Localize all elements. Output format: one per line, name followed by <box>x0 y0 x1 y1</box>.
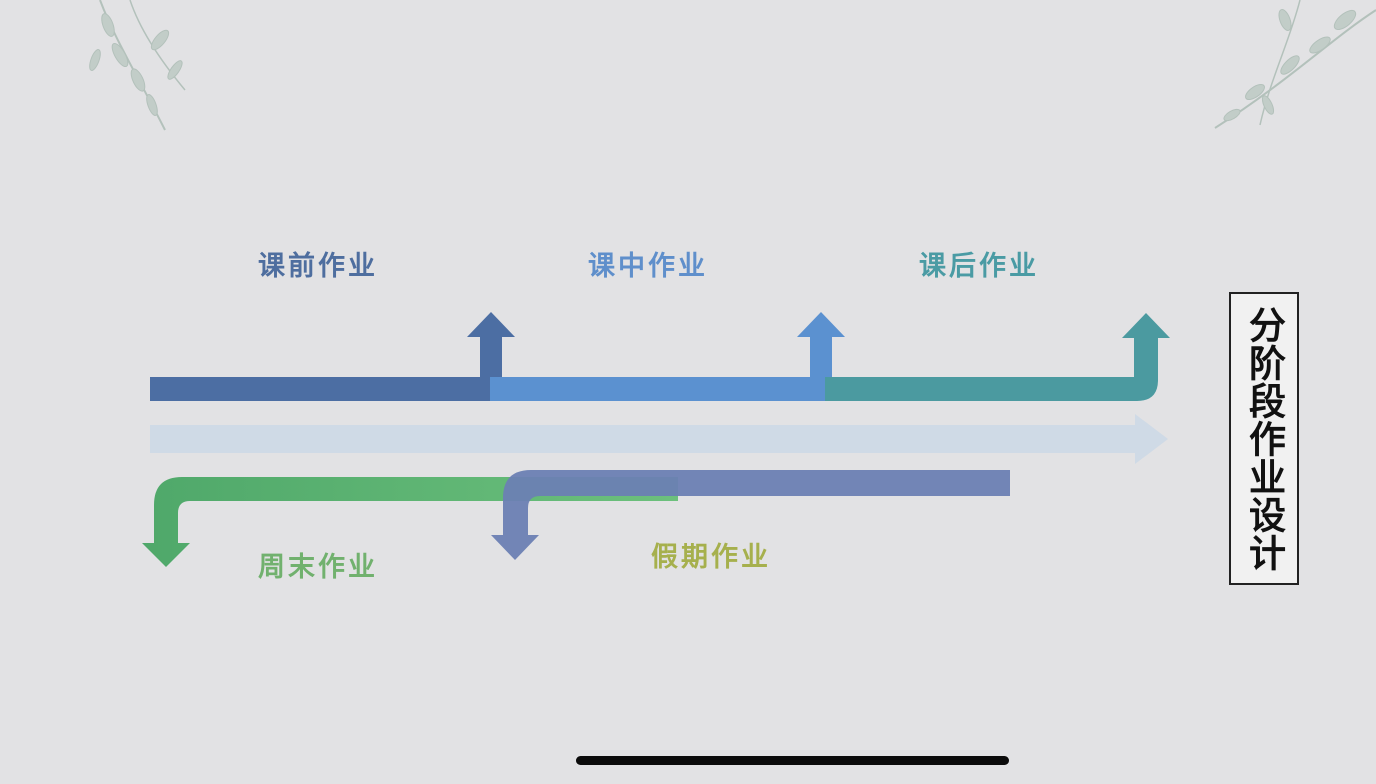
home-indicator[interactable] <box>576 756 1009 765</box>
vertical-title-box: 分阶段作业设计 <box>1229 292 1299 585</box>
stage-label-in-class: 课中作业 <box>588 251 708 282</box>
stage-label-holiday: 假期作业 <box>651 542 771 573</box>
arrow-holiday <box>491 470 1010 560</box>
arrow-weekend <box>142 477 678 567</box>
arrow-in-class <box>490 312 845 401</box>
stage-label-pre-class: 课前作业 <box>258 251 378 282</box>
main-timeline-arrow <box>150 414 1168 464</box>
leaf-decoration-right-icon <box>1214 0 1376 129</box>
arrow-pre-class <box>150 312 515 401</box>
stage-label-post-class: 课后作业 <box>919 251 1039 282</box>
page-title: 分阶段作业设计 <box>1242 305 1286 572</box>
leaf-decoration-left-icon <box>89 0 186 131</box>
stage-label-weekend: 周末作业 <box>258 552 378 583</box>
arrow-post-class <box>825 313 1170 401</box>
